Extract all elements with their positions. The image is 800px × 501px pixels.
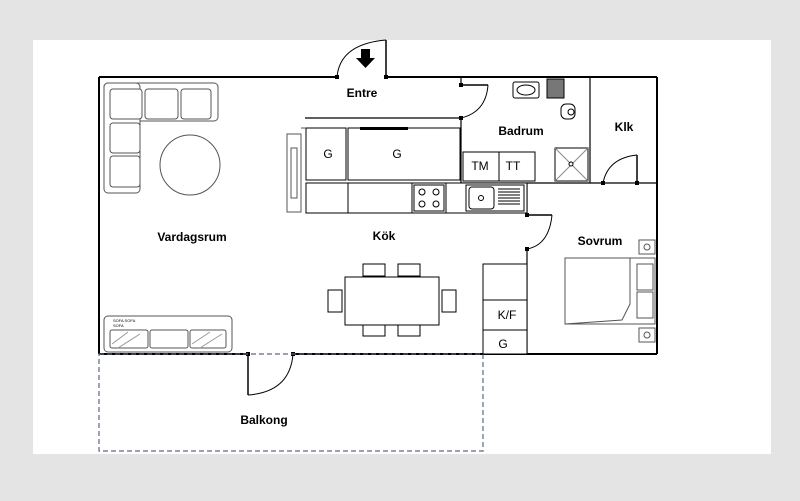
down-arrow-icon xyxy=(356,49,375,68)
dining-table xyxy=(327,263,457,337)
room-label-kok: Kök xyxy=(373,229,396,243)
stove xyxy=(413,184,445,212)
kitchen-window xyxy=(286,127,306,213)
room-label-vardagsrum: Vardagsrum xyxy=(157,230,226,244)
bathroom-fixtures xyxy=(462,78,589,182)
sofa-text-1: SOFA SOFA xyxy=(113,318,136,323)
room-label-sovrum: Sovrum xyxy=(578,234,623,248)
label-kf: K/F xyxy=(498,308,517,322)
room-label-entre: Entre xyxy=(347,86,378,100)
sectional-sofa xyxy=(103,82,219,194)
balcony-outline xyxy=(98,353,484,452)
doors xyxy=(247,39,638,396)
label-tm: TM xyxy=(471,159,488,173)
sofa-text-2: SOFA xyxy=(113,323,124,328)
room-label-klk: Klk xyxy=(615,120,634,134)
label-g-3: G xyxy=(498,337,507,351)
label-g-1: G xyxy=(323,147,332,161)
sofa xyxy=(103,315,233,353)
kitchen-sink xyxy=(465,184,525,212)
room-label-balkong: Balkong xyxy=(240,413,287,427)
room-label-badrum: Badrum xyxy=(498,124,543,138)
round-table xyxy=(159,134,221,196)
bedroom-furniture xyxy=(482,239,656,355)
label-tt: TT xyxy=(506,159,521,173)
label-g-2: G xyxy=(392,147,401,161)
range-hood xyxy=(360,127,408,130)
